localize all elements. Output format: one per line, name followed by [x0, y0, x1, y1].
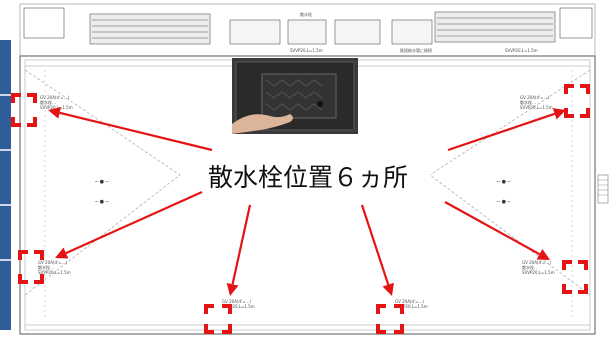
arrows — [48, 107, 566, 296]
svg-text:GV 20A(d'=…): GV 20A(d'=…) — [520, 95, 549, 100]
top-label-4: SVVP20,L=1.5m — [505, 48, 538, 53]
svg-text:SVVP20,L=1.5m: SVVP20,L=1.5m — [520, 105, 553, 110]
arrow-lower-left — [55, 190, 203, 259]
label-upper-left: GV 20A(d'=…) 散水栓… SVVP20,L=1.5m — [40, 95, 73, 110]
label-lower-left: GV 20A(d'=…) 散水栓… SVVP20,L=1.5m — [38, 260, 71, 275]
inner-mark-left: ─ ● ─ — [94, 179, 110, 185]
arrow-lower-right — [444, 201, 550, 260]
marker-upper-left — [11, 93, 37, 127]
inner-mark-left-2: ─ ● ─ — [94, 199, 110, 205]
label-bottom-right: GV 20A(d'=…) SVVP20,L=1.5m — [395, 299, 428, 309]
top-structures: 散水栓 SVVP20,L=1.5m 既設給水管に接続 SVVP20,L=1.5m — [19, 3, 596, 57]
callout-text: 散水栓位置６ヵ所 — [208, 163, 408, 192]
left-blue-band — [0, 40, 11, 330]
marker-bottom-left — [204, 304, 232, 334]
inner-mark-right-2: ─ ● ─ — [496, 199, 512, 205]
arrow-upper-left — [48, 107, 213, 152]
svg-text:GV 20A(d'=…): GV 20A(d'=…) — [522, 260, 551, 265]
valve-box-cover-photo — [232, 58, 358, 134]
svg-text:SVVP20,L=1.5m: SVVP20,L=1.5m — [222, 304, 255, 309]
svg-text:SVVP20,L=1.5m: SVVP20,L=1.5m — [395, 304, 428, 309]
arrow-bottom-right — [360, 204, 394, 296]
arrow-bottom-left — [226, 204, 252, 296]
label-upper-right: GV 20A(d'=…) 散水栓… SVVP20,L=1.5m — [520, 95, 553, 110]
svg-text:GV 20A(d'=…): GV 20A(d'=…) — [40, 95, 69, 100]
svg-text:GV 20A(d'=…): GV 20A(d'=…) — [395, 299, 424, 304]
marker-lower-right — [562, 260, 588, 294]
label-bottom-left: GV 20A(d'=…) SVVP20,L=1.5m — [222, 299, 255, 309]
arrow-upper-right — [447, 108, 566, 152]
label-lower-right: GV 20A(d'=…) 散水栓… SVVP20,L=1.5m — [522, 260, 555, 275]
svg-text:SVVP20,L=1.5m: SVVP20,L=1.5m — [522, 270, 555, 275]
markers — [11, 84, 590, 334]
svg-text:GV 20A(d'=…): GV 20A(d'=…) — [38, 260, 67, 265]
marker-bottom-right — [376, 304, 404, 334]
top-label-1: 散水栓 — [300, 11, 312, 17]
inner-mark-right: ─ ● ─ — [496, 179, 512, 185]
top-label-2: SVVP20,L=1.5m — [290, 48, 323, 53]
svg-text:SVVP20,L=1.5m: SVVP20,L=1.5m — [40, 105, 73, 110]
svg-text:GV 20A(d'=…): GV 20A(d'=…) — [222, 299, 251, 304]
svg-text:SVVP20,L=1.5m: SVVP20,L=1.5m — [38, 270, 71, 275]
svg-text:散水栓…: 散水栓… — [38, 264, 54, 270]
marker-lower-left — [18, 250, 44, 284]
svg-text:散水栓…: 散水栓… — [522, 264, 538, 270]
svg-text:散水栓…: 散水栓… — [520, 99, 536, 105]
svg-text:散水栓…: 散水栓… — [40, 99, 56, 105]
marker-upper-right — [564, 84, 590, 118]
top-label-3: 既設給水管に接続 — [400, 47, 432, 53]
